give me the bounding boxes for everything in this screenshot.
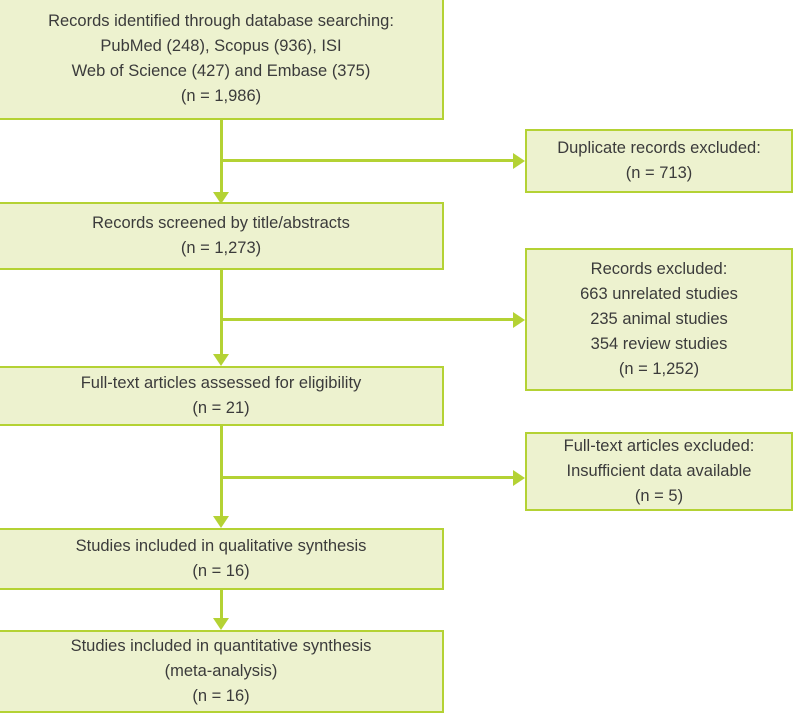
records-identified-box: Records identified through database sear… (0, 0, 444, 120)
records-excluded-animal: 235 animal studies (590, 310, 728, 328)
records-excluded-review: 354 review studies (590, 335, 728, 353)
full-text-assessed-label: Full-text articles assessed for eligibil… (80, 374, 362, 392)
connector-screened-to-fulltext (220, 270, 223, 354)
connector-identified-to-screened (220, 120, 223, 196)
records-identified-line-3: Web of Science (427) and Embase (375) (71, 62, 371, 80)
full-text-excluded-count: (n = 5) (634, 487, 684, 505)
arrowhead-into-quantitative (213, 618, 229, 630)
arrowhead-into-qualitative (213, 516, 229, 528)
arrowhead-into-fulltext (213, 354, 229, 366)
quantitative-synthesis-box: Studies included in quantitative synthes… (0, 630, 444, 713)
connector-to-records-excluded (220, 318, 516, 321)
duplicate-records-excluded-label: Duplicate records excluded: (557, 139, 761, 157)
quantitative-synthesis-subtitle: (meta-analysis) (164, 662, 278, 680)
arrowhead-into-records-excluded (513, 312, 525, 328)
records-screened-label: Records screened by title/abstracts (92, 214, 350, 232)
duplicate-records-excluded-box: Duplicate records excluded: (n = 713) (525, 129, 793, 193)
connector-fulltext-to-qualitative (220, 426, 223, 516)
full-text-assessed-box: Full-text articles assessed for eligibil… (0, 366, 444, 426)
qualitative-synthesis-box: Studies included in qualitative synthesi… (0, 528, 444, 590)
quantitative-synthesis-count: (n = 16) (192, 687, 250, 705)
full-text-excluded-box: Full-text articles excluded: Insufficien… (525, 432, 793, 511)
arrowhead-into-screened (213, 192, 229, 204)
connector-to-fulltext-excluded (220, 476, 516, 479)
qualitative-synthesis-label: Studies included in qualitative synthesi… (75, 537, 367, 555)
qualitative-synthesis-count: (n = 16) (192, 562, 250, 580)
full-text-assessed-count: (n = 21) (192, 399, 250, 417)
arrowhead-into-duplicates (513, 153, 525, 169)
records-excluded-box: Records excluded: 663 unrelated studies … (525, 248, 793, 391)
records-identified-line-2: PubMed (248), Scopus (936), ISI (100, 37, 342, 55)
arrowhead-into-fulltext-excluded (513, 470, 525, 486)
connector-to-duplicates (220, 159, 516, 162)
records-screened-box: Records screened by title/abstracts (n =… (0, 202, 444, 270)
duplicate-records-excluded-count: (n = 713) (625, 164, 693, 182)
records-identified-count: (n = 1,986) (180, 87, 262, 105)
records-excluded-label: Records excluded: (590, 260, 728, 278)
full-text-excluded-label: Full-text articles excluded: (563, 437, 755, 455)
records-excluded-count: (n = 1,252) (618, 360, 700, 378)
records-screened-count: (n = 1,273) (180, 239, 262, 257)
records-identified-line-1: Records identified through database sear… (48, 12, 394, 30)
quantitative-synthesis-label: Studies included in quantitative synthes… (70, 637, 372, 655)
connector-qualitative-to-quantitative (220, 590, 223, 618)
records-excluded-unrelated: 663 unrelated studies (580, 285, 738, 303)
full-text-excluded-reason: Insufficient data available (566, 462, 752, 480)
